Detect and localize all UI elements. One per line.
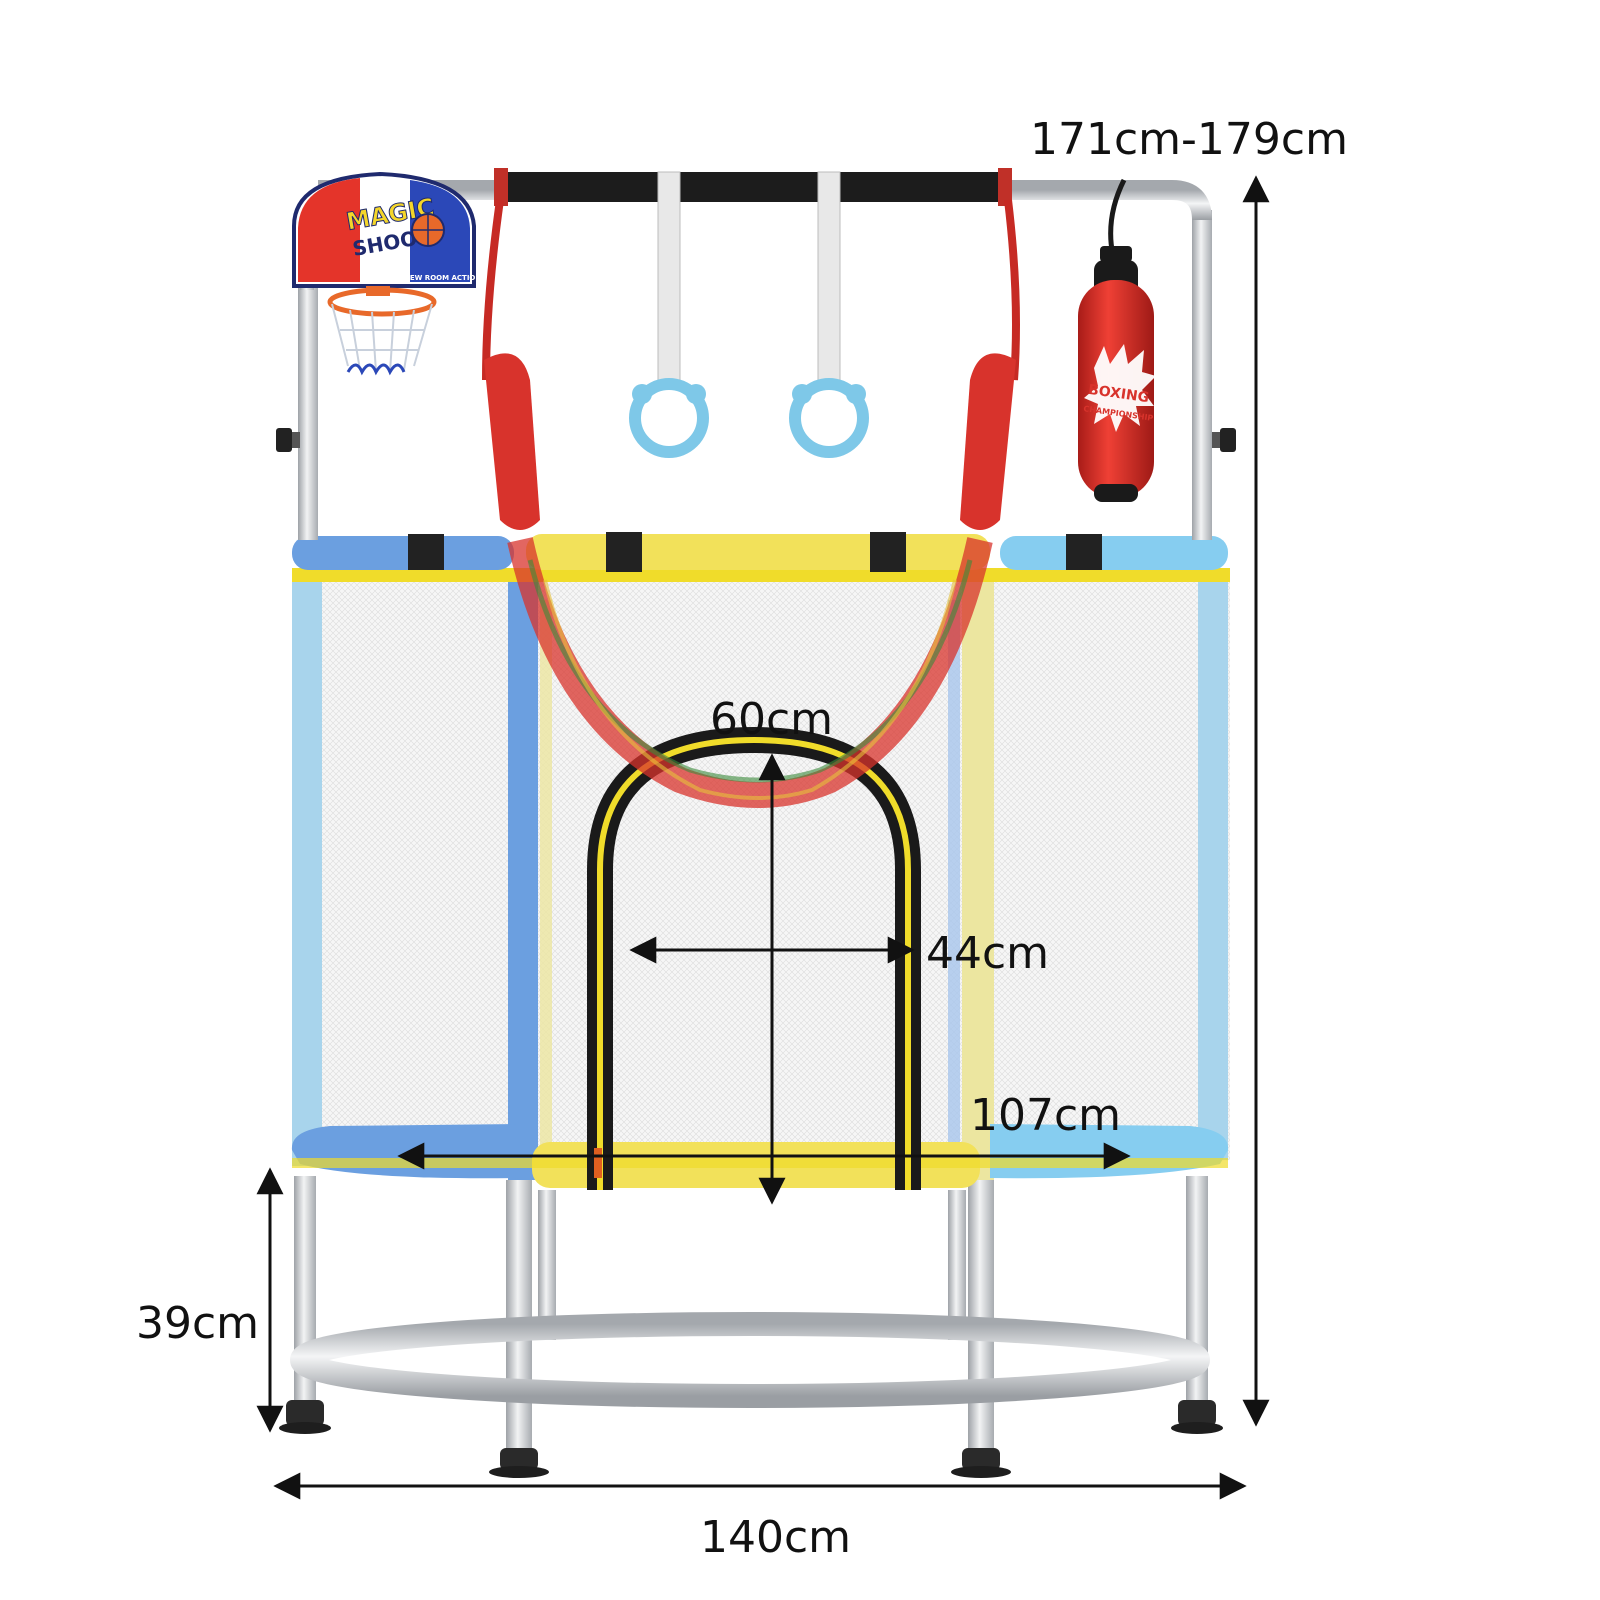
label-door-width: 44cm [926,928,1049,979]
ring-left [629,378,709,458]
hanging-bar [494,168,1012,206]
punching-bag: BOXING CHAMPIONSHIP [1078,178,1156,502]
label-total-height: 171cm-179cm [1030,114,1348,165]
basketball-hoop: MAGIC SHOOT NEW ROOM ACTION [292,171,481,376]
label-mat-diameter: 107cm [970,1090,1121,1141]
enclosure-net [292,568,1230,1180]
base-frame [279,1176,1223,1478]
top-pads [292,532,1228,572]
hammock-swing [482,199,1020,808]
gym-rings [629,171,869,458]
label-door-height: 60cm [710,694,833,745]
handle-frame [276,180,1236,540]
label-leg-height: 39cm [136,1298,259,1349]
dimension-labels: 171cm-179cm 60cm 44cm 107cm 39cm 140cm [136,114,1348,1563]
hoop-small-text: NEW ROOM ACTION [404,274,481,282]
ring-right [789,378,869,458]
dimension-lines [256,175,1270,1500]
label-overall-width: 140cm [700,1512,851,1563]
